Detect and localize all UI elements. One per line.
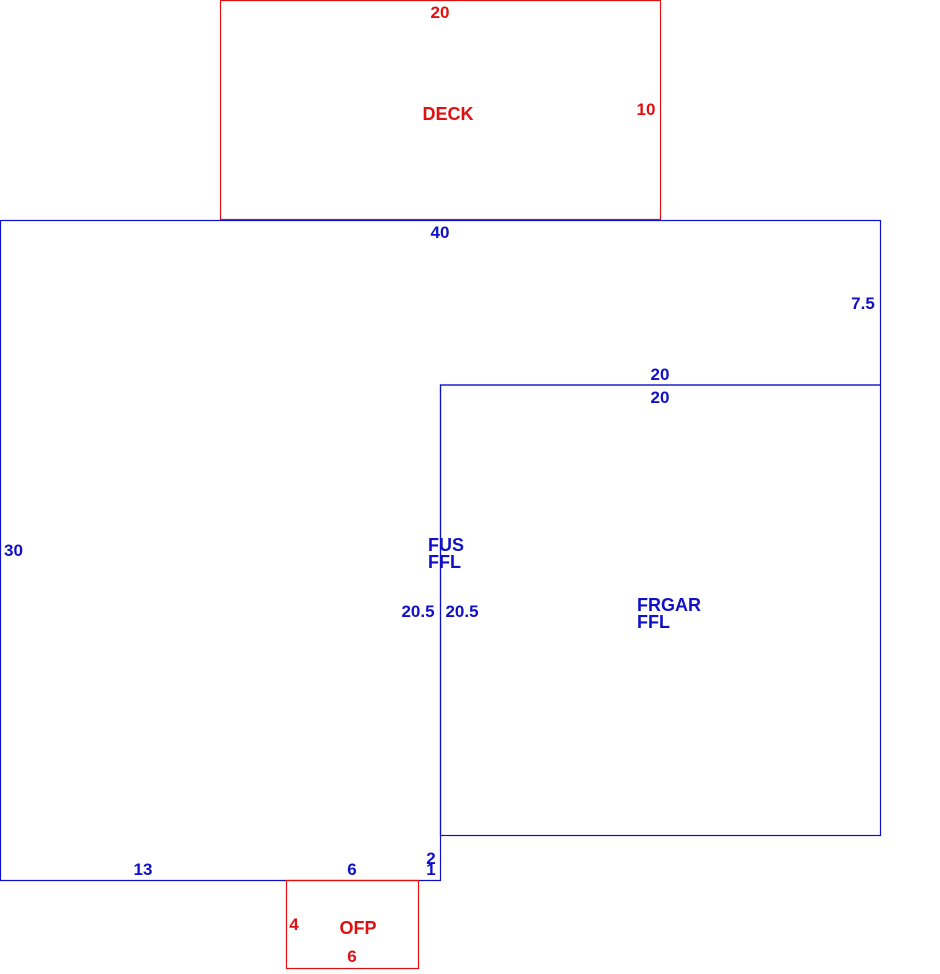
- main-area-label-line2: FFL: [428, 552, 461, 572]
- deck-label: DECK: [422, 104, 473, 124]
- main-area-label-line1: FUS: [428, 535, 464, 555]
- main-jog-dimension-lower: 1: [426, 860, 435, 879]
- garage-area-label-line1: FRGAR: [637, 595, 701, 615]
- main-right-dimension: 7.5: [851, 294, 875, 313]
- deck-area: 20 10 DECK: [219, 0, 662, 221]
- garage-area-label-line2: FFL: [637, 612, 670, 632]
- porch-bottom-dimension: 6: [347, 947, 356, 966]
- garage-left-dimension: 20.5: [445, 602, 478, 621]
- porch-outline: [285, 879, 420, 970]
- main-bottom-mid-dimension: 6: [347, 860, 356, 879]
- main-bottom-left-dimension: 13: [134, 860, 153, 879]
- garage-top-dimension-outer: 20: [651, 365, 670, 384]
- porch-label: OFP: [339, 918, 376, 938]
- porch-area: 4 6 OFP: [285, 879, 420, 970]
- deck-top-dimension: 20: [431, 3, 450, 22]
- main-left-dimension: 30: [4, 541, 23, 560]
- garage-area: 20 20 20.5 FRGAR FFL: [439, 365, 882, 837]
- main-top-dimension: 40: [431, 223, 450, 242]
- garage-top-dimension-inner: 20: [651, 388, 670, 407]
- porch-left-dimension: 4: [289, 915, 299, 934]
- main-inner-side-dimension: 20.5: [401, 602, 434, 621]
- main-jog-dimension-upper: 2: [426, 849, 435, 868]
- deck-right-dimension: 10: [637, 100, 656, 119]
- garage-outline: [439, 384, 882, 837]
- deck-outline: [219, 0, 662, 221]
